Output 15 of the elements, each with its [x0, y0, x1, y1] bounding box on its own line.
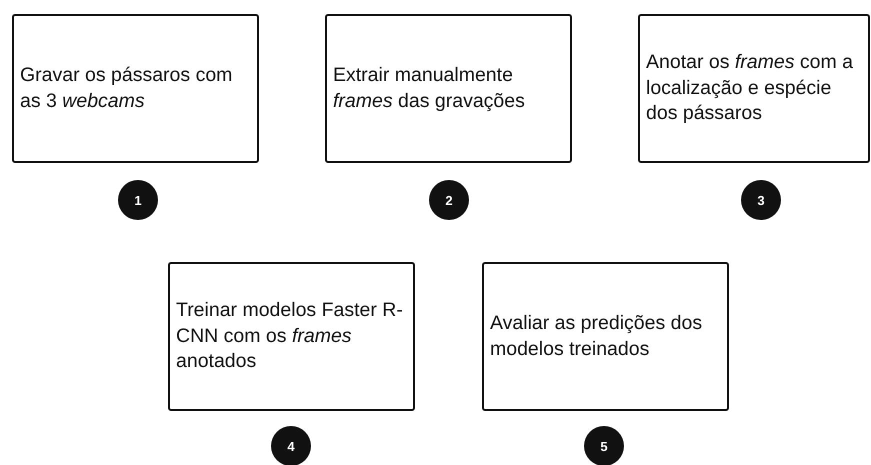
step-text: Treinar modelos Faster R-CNN com os frames anotados: [176, 298, 404, 374]
process-box: [325, 14, 572, 163]
step-number-badge: 4: [271, 426, 311, 465]
step-text: Anotar os frames com a localização e espécie dos pássaros: [646, 50, 854, 126]
step-number-badge: 3: [741, 180, 781, 220]
step-text: Gravar os pássaros com as 3 webcams: [20, 63, 234, 114]
process-box: [168, 262, 415, 411]
step-number-badge: 1: [118, 180, 158, 220]
step-number-badge: 5: [584, 426, 624, 465]
process-box: [638, 14, 870, 163]
step-number-badge: 2: [429, 180, 469, 220]
process-box: [12, 14, 259, 163]
step-text: Avaliar as predições dos modelos treinados: [490, 311, 704, 362]
process-box: [482, 262, 729, 411]
step-text: Extrair manualmente frames das gravações: [333, 63, 526, 114]
